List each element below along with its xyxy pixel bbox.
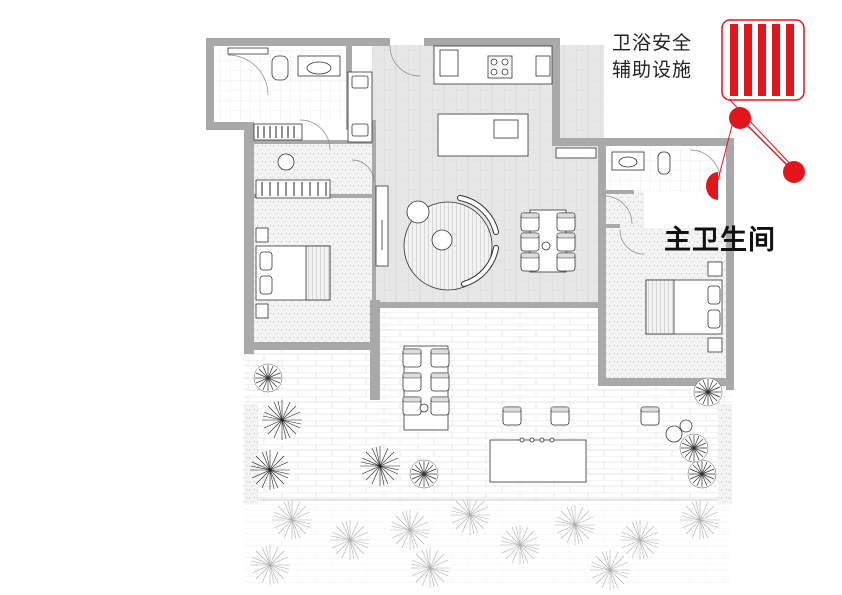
- garden-area: [244, 494, 730, 591]
- planting: [244, 363, 732, 504]
- kitchen: [433, 45, 553, 157]
- dining-table: [520, 209, 576, 273]
- feature-label: 卫浴安全 辅助设施: [612, 30, 712, 84]
- tv-console: [375, 185, 389, 267]
- master-bath-fixtures: [555, 147, 671, 175]
- walls: [206, 38, 734, 400]
- outdoor-furniture: [402, 345, 693, 483]
- feature-callout: [706, 19, 805, 200]
- bathroom2-fixtures: [227, 47, 373, 143]
- feature-label-line2: 辅助设施: [612, 59, 693, 81]
- room-label: 主卫生间: [664, 225, 776, 256]
- hall-floor: [604, 190, 644, 270]
- round-table-set: [403, 195, 499, 291]
- bedroom1-furniture: [645, 261, 723, 353]
- feature-label-line1: 卫浴安全: [612, 32, 693, 54]
- bedroom2-furniture: [255, 153, 331, 319]
